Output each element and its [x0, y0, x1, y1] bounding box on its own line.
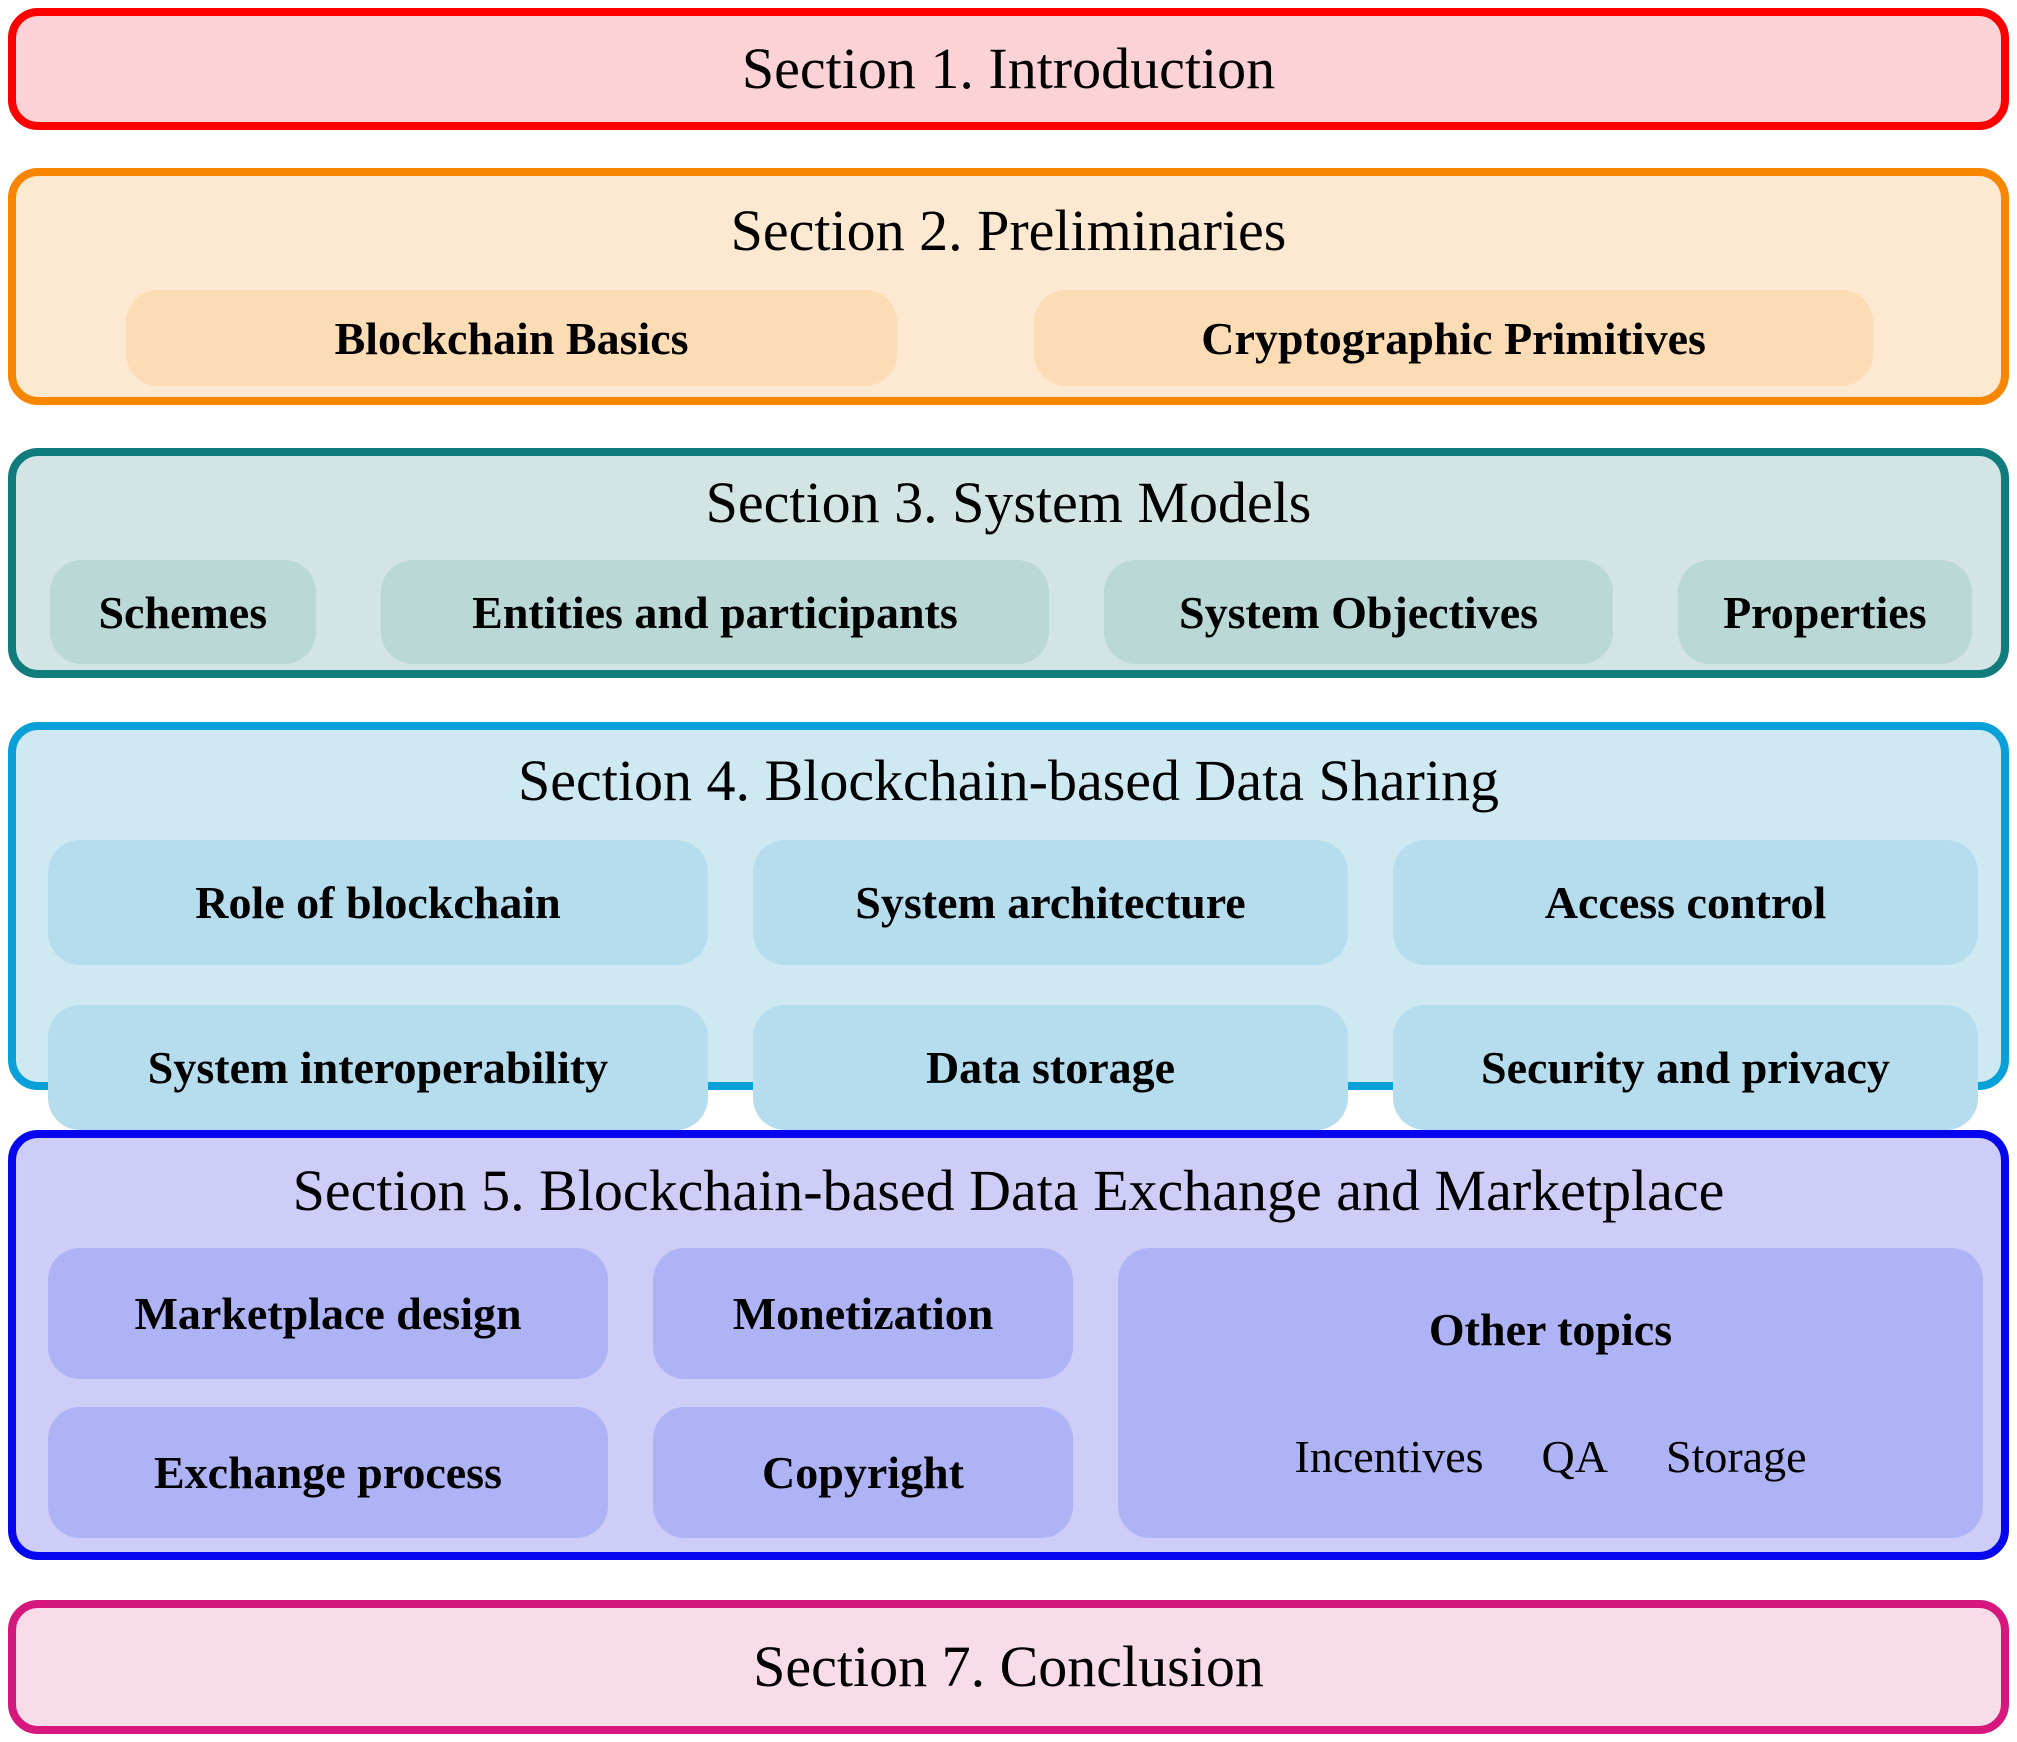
subtopic-row: Blockchain Basics Cryptographic Primitiv… — [126, 290, 1873, 386]
subtopic-properties: Properties — [1677, 560, 1972, 664]
subtopic-system-interoperability: System interoperability — [48, 1005, 708, 1130]
section-system-models: Section 3. System Models Schemes Entitie… — [8, 448, 2009, 678]
subtopic-schemes: Schemes — [50, 560, 316, 664]
section-title: Section 5. Blockchain-based Data Exchang… — [292, 1158, 1725, 1223]
other-topics-title: Other topics — [1428, 1304, 1673, 1355]
subtopic-blockchain-basics: Blockchain Basics — [126, 290, 898, 386]
section-preliminaries: Section 2. Preliminaries Blockchain Basi… — [8, 168, 2009, 405]
subtopic-cryptographic-primitives: Cryptographic Primitives — [1034, 290, 1873, 386]
subtopic-monetization: Monetization — [653, 1248, 1073, 1379]
subtopic-copyright: Copyright — [653, 1407, 1073, 1538]
other-topic-qa: QA — [1541, 1431, 1608, 1482]
subtopic-security-and-privacy: Security and privacy — [1393, 1005, 1978, 1130]
section-title: Section 3. System Models — [705, 470, 1312, 535]
subtopic-grid: Role of blockchain System architecture A… — [48, 840, 2001, 1130]
subtopic-role-of-blockchain: Role of blockchain — [48, 840, 708, 965]
subtopic-grid: Marketplace design Monetization Other to… — [48, 1248, 2001, 1538]
subtopic-row: Schemes Entities and participants System… — [50, 560, 1972, 664]
subtopic-exchange-process: Exchange process — [48, 1407, 608, 1538]
subtopic-system-objectives: System Objectives — [1104, 560, 1613, 664]
section-title: Section 1. Introduction — [741, 36, 1276, 101]
section-data-exchange-marketplace: Section 5. Blockchain-based Data Exchang… — [8, 1130, 2009, 1560]
section-title: Section 2. Preliminaries — [730, 198, 1287, 263]
subtopic-marketplace-design: Marketplace design — [48, 1248, 608, 1379]
subtopic-system-architecture: System architecture — [753, 840, 1348, 965]
other-topic-storage: Storage — [1665, 1431, 1807, 1482]
subtopic-access-control: Access control — [1393, 840, 1978, 965]
section-title: Section 4. Blockchain-based Data Sharing — [518, 748, 1499, 813]
subtopic-entities-and-participants: Entities and participants — [380, 560, 1050, 664]
section-conclusion: Section 7. Conclusion — [8, 1600, 2009, 1734]
subtopic-data-storage: Data storage — [753, 1005, 1348, 1130]
section-blockchain-data-sharing: Section 4. Blockchain-based Data Sharing… — [8, 722, 2009, 1130]
section-introduction: Section 1. Introduction — [8, 8, 2009, 130]
section-title: Section 7. Conclusion — [753, 1634, 1264, 1699]
subtopic-other-topics: Other topics Incentives QA Storage — [1118, 1248, 1983, 1538]
other-topics-items: Incentives QA Storage — [1295, 1430, 1807, 1483]
other-topic-incentives: Incentives — [1294, 1431, 1484, 1482]
